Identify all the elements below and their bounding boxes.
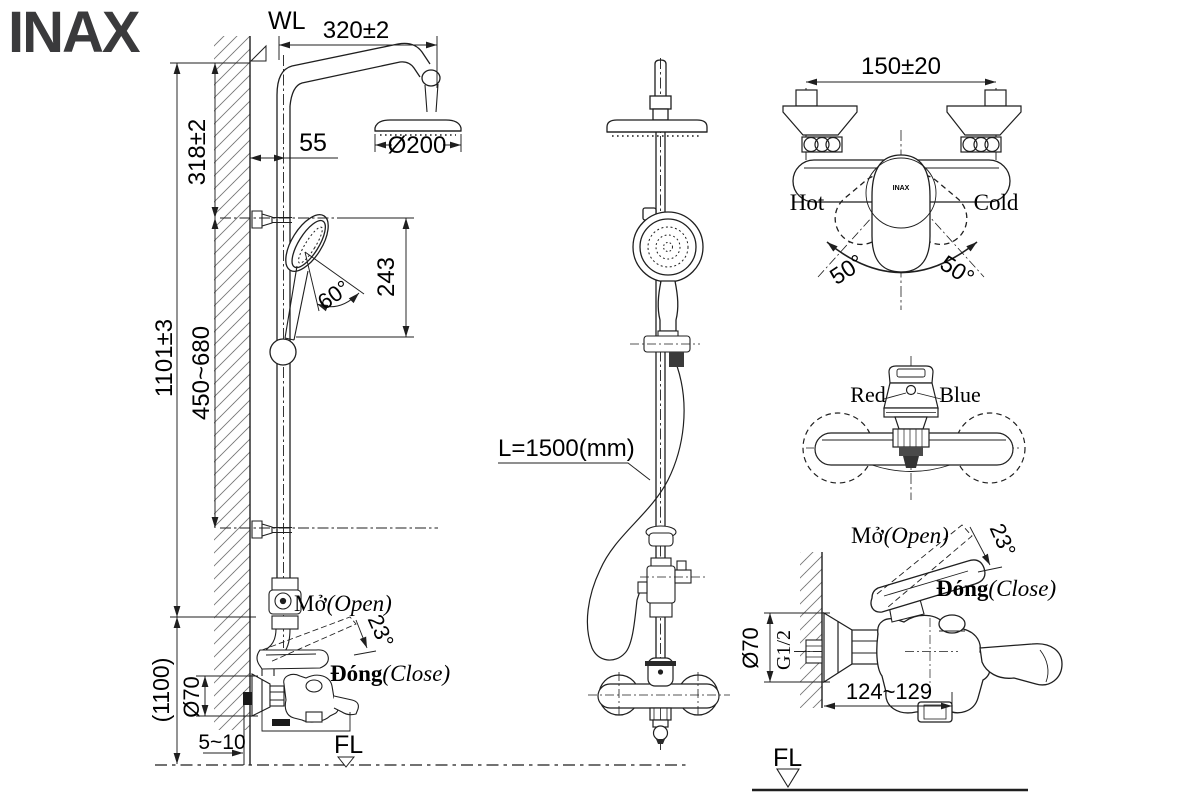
dim-supply-pitch: 150±20 xyxy=(861,53,941,80)
floor-label: FL xyxy=(334,731,363,759)
shower-hose xyxy=(586,365,685,661)
handle-brand-mark: INAX xyxy=(893,185,910,192)
lever-closed-small xyxy=(256,649,329,670)
top-pipe xyxy=(654,59,667,96)
cold-label: Cold xyxy=(974,190,1019,215)
rain-head-side xyxy=(374,119,462,132)
dim-wall-gap: 5~10 xyxy=(198,731,245,754)
dim-arm-reach: 320±2 xyxy=(323,17,390,44)
side-view-dimensions xyxy=(155,36,688,768)
close-label: Đóng(Close) xyxy=(330,661,450,686)
floor-level-marker-right xyxy=(776,768,800,789)
swing-arc xyxy=(826,241,978,274)
lever-closed xyxy=(870,559,986,613)
floor-level-marker xyxy=(337,756,355,768)
dim-head-diameter: Ø200 xyxy=(388,132,447,159)
front-view: L=1500(mm) xyxy=(498,58,730,750)
dim-body-depth: 124~129 xyxy=(846,679,932,704)
hand-shower-front xyxy=(630,211,704,367)
handle-top-stack xyxy=(883,365,939,468)
blue-label: Blue xyxy=(939,382,981,407)
lever-open-small xyxy=(261,616,357,663)
lever-angle-annotation-right xyxy=(969,526,1003,573)
supply-union-right xyxy=(946,89,1022,153)
diverter-body xyxy=(646,565,676,604)
dim-flange-diameter-right: Ø70 xyxy=(738,627,763,669)
dim-column-height: 1101±3 xyxy=(151,319,178,397)
rain-head-front xyxy=(606,119,708,133)
slider-ball xyxy=(269,338,297,366)
hand-shower-handle xyxy=(284,265,309,341)
blue-leader xyxy=(916,392,942,400)
spout-side xyxy=(979,643,1063,686)
wall-level-marker xyxy=(249,44,267,62)
wall-hatch xyxy=(214,36,250,730)
diverter-knob xyxy=(938,614,966,634)
dim-handshower-drop: 243 xyxy=(373,257,400,297)
temp-indicator-dot xyxy=(905,384,917,396)
arm-ball-joint xyxy=(421,69,441,87)
spout-small xyxy=(333,695,359,716)
lever-angle-annotation xyxy=(353,619,377,656)
dim-wall-offset: 55 xyxy=(299,129,327,157)
mixer-handle-front xyxy=(871,154,931,273)
mixer-side-view: Mở(Open) 23° Đóng(Close) Ø70 G1/2 124~12… xyxy=(738,520,1063,792)
brand-logo: INAX xyxy=(8,0,141,65)
floor-label-right: FL xyxy=(773,744,802,772)
stop-valve xyxy=(261,577,302,676)
dim-arm-height: 318±2 xyxy=(184,119,211,186)
red-label: Red xyxy=(850,382,885,407)
lever-open xyxy=(876,524,973,608)
hot-label: Hot xyxy=(790,190,825,215)
red-leader xyxy=(883,392,907,400)
open-label-right: Mở(Open) xyxy=(851,523,949,548)
column-fittings xyxy=(637,525,706,618)
mixer-side-dimensions xyxy=(764,612,953,712)
wall-line-label: WL xyxy=(268,7,306,35)
dim-flange-diameter: Ø70 xyxy=(179,676,204,718)
supply-union-left xyxy=(782,89,858,153)
lower-bracket xyxy=(251,520,292,539)
dim-install-height: (1100) xyxy=(148,658,174,723)
mixer-front-small xyxy=(588,657,730,744)
open-label: Mở(Open) xyxy=(294,591,392,616)
mixer-top-view: Red Blue xyxy=(802,356,1026,500)
hose-port xyxy=(637,581,648,594)
thread-label: G1/2 xyxy=(773,630,795,670)
mixer-side-small xyxy=(243,616,359,732)
hand-shower-side xyxy=(285,214,329,272)
hose-leader xyxy=(498,462,651,481)
hose-nut xyxy=(669,352,684,367)
hose-length-label: L=1500(mm) xyxy=(498,435,635,462)
wall-hatch-right xyxy=(800,552,822,708)
dim-slide-range: 450~680 xyxy=(188,326,215,420)
upper-bracket xyxy=(251,210,292,229)
close-label-right: Đóng(Close) xyxy=(936,576,1056,601)
